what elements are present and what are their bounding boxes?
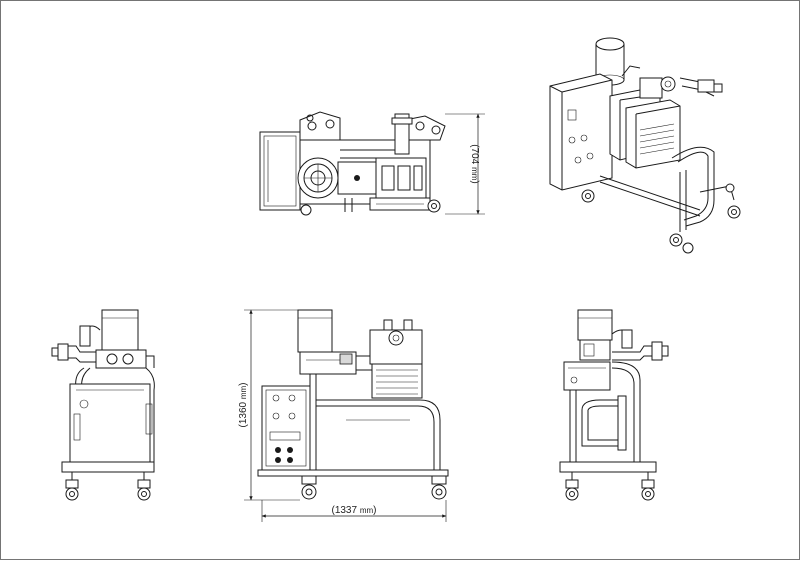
right-side-view (559, 309, 669, 501)
left-side-view (51, 309, 155, 501)
front-view: (1360 mm) (1337 mm) (238, 309, 449, 522)
width-dimension-label: (1337 mm) (331, 505, 376, 516)
height-dimension-label: (1360 mm) (238, 382, 249, 427)
plan-view: (704 mm) (259, 111, 485, 216)
depth-dimension-label: (704 mm) (469, 144, 480, 183)
isometric-view (549, 37, 741, 254)
